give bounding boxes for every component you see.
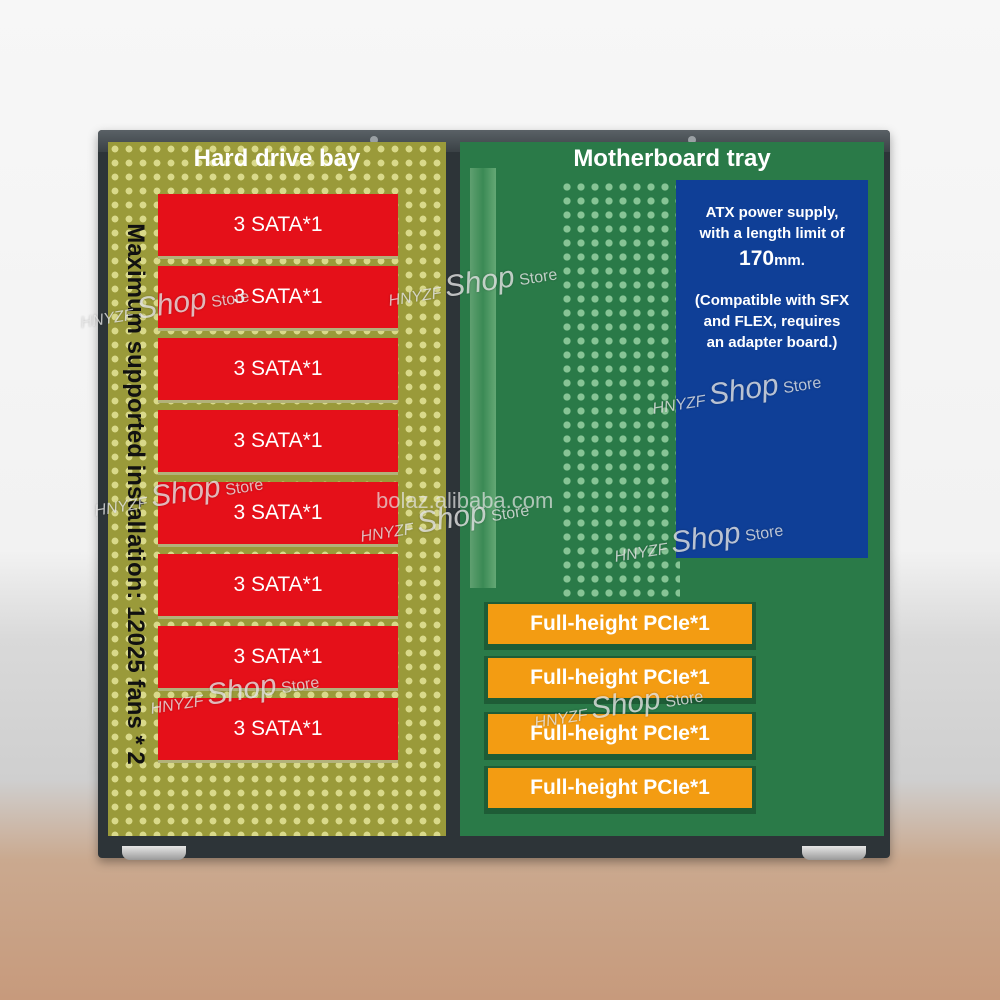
screw-icon: [370, 136, 378, 144]
sata-slot-6: 3 SATA*1: [158, 554, 398, 619]
psu-length-limit: 170mm.: [676, 244, 868, 276]
sata-slot-2: 3 SATA*1: [158, 266, 398, 331]
psu-length-unit: mm.: [774, 252, 805, 269]
psu-line-3: (Compatible with SFX: [694, 292, 850, 309]
sata-slot-3: 3 SATA*1: [158, 338, 398, 403]
screw-icon: [688, 136, 696, 144]
tray-rail: [470, 168, 496, 588]
sata-slot-4: 3 SATA*1: [158, 410, 398, 475]
psu-line-4: and FLEX, requires: [703, 313, 841, 330]
psu-line-1: ATX power supply,: [705, 204, 839, 221]
motherboard-tray-title: Motherboard tray: [573, 145, 771, 172]
psu-info-box: ATX power supply, with a length limit of…: [676, 180, 868, 558]
case-foot-left: [122, 846, 186, 860]
sata-slot-7: 3 SATA*1: [158, 626, 398, 691]
psu-length-value: 170: [739, 247, 775, 270]
watermark-url: bolaz.alibaba.com: [376, 488, 554, 513]
pcie-slot-3: Full-height PCIe*1: [488, 714, 752, 754]
sata-slot-1: 3 SATA*1: [158, 194, 398, 259]
hard-drive-bay-title: Hard drive bay: [193, 145, 361, 172]
case-foot-right: [802, 846, 866, 860]
sata-slot-8: 3 SATA*1: [158, 698, 398, 763]
sata-slot-5: 3 SATA*1: [158, 482, 398, 547]
pcie-slot-1: Full-height PCIe*1: [488, 604, 752, 644]
tray-vent-holes: [560, 180, 680, 600]
psu-line-2: with a length limit of: [699, 225, 845, 242]
pcie-slot-4: Full-height PCIe*1: [488, 768, 752, 808]
pcie-slot-2: Full-height PCIe*1: [488, 658, 752, 698]
psu-line-5: an adapter board.): [706, 334, 838, 351]
